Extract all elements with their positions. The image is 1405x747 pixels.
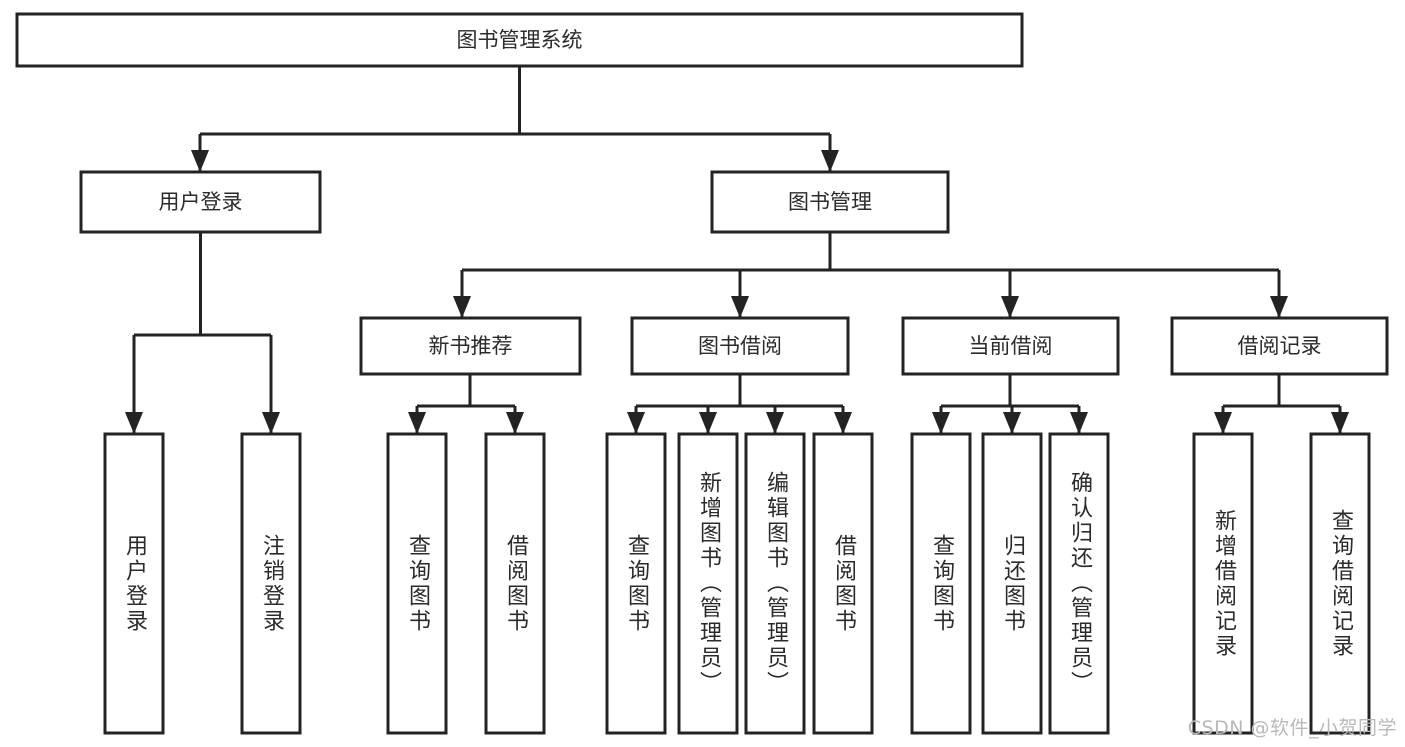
- level3-node-3[interactable]: 借阅记录: [1170, 316, 1389, 376]
- leaf-node-11-rect: [1192, 432, 1254, 735]
- bookmgmt-to-level3-arrow-2: [1001, 296, 1019, 318]
- leaf-node-0[interactable]: [103, 432, 165, 735]
- leaf-node-10-rect: [1048, 432, 1110, 735]
- leaf-node-12[interactable]: [1309, 432, 1371, 735]
- level3-1-to-leaves-arrow-0: [627, 412, 645, 434]
- level2-node-1-label: 图书管理: [788, 190, 872, 214]
- root-to-level2-arrow-1: [821, 150, 839, 172]
- userlogin-to-leaves-arrow-0: [125, 412, 143, 434]
- level2-node-1-rect: [710, 170, 950, 234]
- leaf-node-5[interactable]: [677, 432, 739, 735]
- bookmgmt-to-level3-arrow-0: [453, 296, 471, 318]
- level3-2-to-leaves-arrow-1: [1003, 412, 1021, 434]
- level3-3-to-leaves-arrow-1: [1331, 412, 1349, 434]
- leaf-node-2[interactable]: [386, 432, 448, 735]
- leaf-node-10[interactable]: [1048, 432, 1110, 735]
- level2-node-1[interactable]: 图书管理: [710, 170, 950, 234]
- leaf-node-1-rect: [240, 432, 302, 735]
- level3-node-1-rect: [630, 316, 850, 376]
- level3-node-0[interactable]: 新书推荐: [359, 316, 582, 376]
- level3-node-1[interactable]: 图书借阅: [630, 316, 850, 376]
- level3-node-0-rect: [359, 316, 582, 376]
- root-node-book-management-system-label: 图书管理系统: [457, 28, 583, 52]
- level3-node-0-label: 新书推荐: [429, 334, 513, 358]
- level3-0-to-leaves-arrow-0: [408, 412, 426, 434]
- leaf-node-9-rect: [981, 432, 1043, 735]
- root-node-book-management-system-rect: [15, 12, 1024, 68]
- userlogin-to-leaves-arrow-1: [262, 412, 280, 434]
- level2-node-0-rect: [79, 170, 322, 234]
- leaf-node-1[interactable]: [240, 432, 302, 735]
- level3-2-to-leaves-arrow-0: [932, 412, 950, 434]
- leaf-node-3[interactable]: [484, 432, 546, 735]
- leaf-node-8[interactable]: [910, 432, 972, 735]
- leaf-node-7-rect: [812, 432, 874, 735]
- level3-0-to-leaves-arrow-1: [506, 412, 524, 434]
- level3-1-to-leaves-arrow-3: [834, 412, 852, 434]
- leaf-node-4[interactable]: [605, 432, 667, 735]
- level2-node-0-label: 用户登录: [159, 190, 243, 214]
- root-node-book-management-system[interactable]: 图书管理系统: [15, 12, 1024, 68]
- connector-layer: [125, 66, 1349, 434]
- leaf-node-0-rect: [103, 432, 165, 735]
- leaf-node-6-rect: [744, 432, 806, 735]
- leaf-node-6[interactable]: [744, 432, 806, 735]
- leaf-node-3-rect: [484, 432, 546, 735]
- leaf-node-4-rect: [605, 432, 667, 735]
- leaf-node-9[interactable]: [981, 432, 1043, 735]
- level3-node-1-label: 图书借阅: [698, 334, 782, 358]
- leaf-node-5-rect: [677, 432, 739, 735]
- bookmgmt-to-level3-arrow-3: [1270, 296, 1288, 318]
- level3-3-to-leaves-arrow-0: [1214, 412, 1232, 434]
- leaf-node-11[interactable]: [1192, 432, 1254, 735]
- leaf-node-8-rect: [910, 432, 972, 735]
- level3-1-to-leaves-arrow-2: [766, 412, 784, 434]
- level3-node-2[interactable]: 当前借阅: [901, 316, 1120, 376]
- leaf-node-12-rect: [1309, 432, 1371, 735]
- leaf-node-7[interactable]: [812, 432, 874, 735]
- level3-node-2-rect: [901, 316, 1120, 376]
- level3-1-to-leaves-arrow-1: [699, 412, 717, 434]
- root-to-level2-arrow-0: [191, 150, 209, 172]
- level3-2-to-leaves-arrow-2: [1070, 412, 1088, 434]
- level2-node-0[interactable]: 用户登录: [79, 170, 322, 234]
- leaf-node-2-rect: [386, 432, 448, 735]
- level3-node-3-rect: [1170, 316, 1389, 376]
- level3-node-2-label: 当前借阅: [969, 334, 1053, 358]
- level3-node-3-label: 借阅记录: [1238, 334, 1322, 358]
- bookmgmt-to-level3-arrow-1: [731, 296, 749, 318]
